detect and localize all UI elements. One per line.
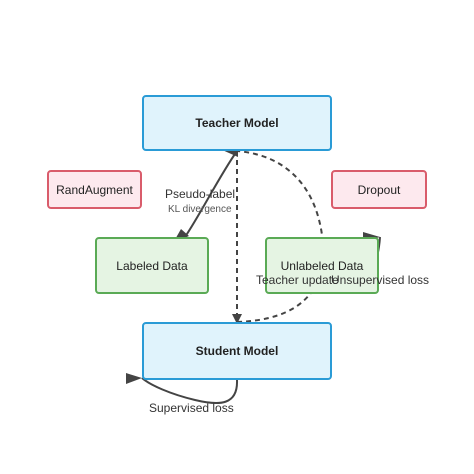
labeled-data-label: Labeled Data <box>116 258 188 273</box>
dropout-node: Dropout <box>331 170 427 209</box>
edge-supervised-loss <box>142 378 237 403</box>
edge-teacher-update <box>237 151 323 322</box>
arrowhead-teacher-to-student <box>232 314 242 324</box>
edge-pseudo-label <box>185 151 237 237</box>
arrowhead-supervised-loss <box>126 373 142 384</box>
randaugment-label: RandAugment <box>56 182 133 197</box>
student-model-label: Student Model <box>195 344 279 358</box>
teacher-update-edge-label: Teacher update <box>256 273 339 287</box>
teacher-model-label: Teacher Model <box>195 116 279 130</box>
unsupervised-loss-edge-label: Unsupervised loss <box>331 273 430 287</box>
randaugment-node: RandAugment <box>47 170 142 209</box>
kl-divergence-edge-label: KL divergence <box>168 204 232 215</box>
supervised-loss-edge-label: Supervised loss <box>149 401 234 415</box>
unlabeled-data-label: Unlabeled Data <box>280 258 364 273</box>
unlabeled-data-node: Unlabeled Data <box>265 237 379 294</box>
dropout-label: Dropout <box>357 182 401 197</box>
labeled-data-node: Labeled Data <box>95 237 209 294</box>
teacher-model-node: Teacher Model <box>142 95 332 151</box>
pseudo-label-edge-label: Pseudo-label <box>165 187 236 201</box>
student-model-node: Student Model <box>142 322 332 380</box>
